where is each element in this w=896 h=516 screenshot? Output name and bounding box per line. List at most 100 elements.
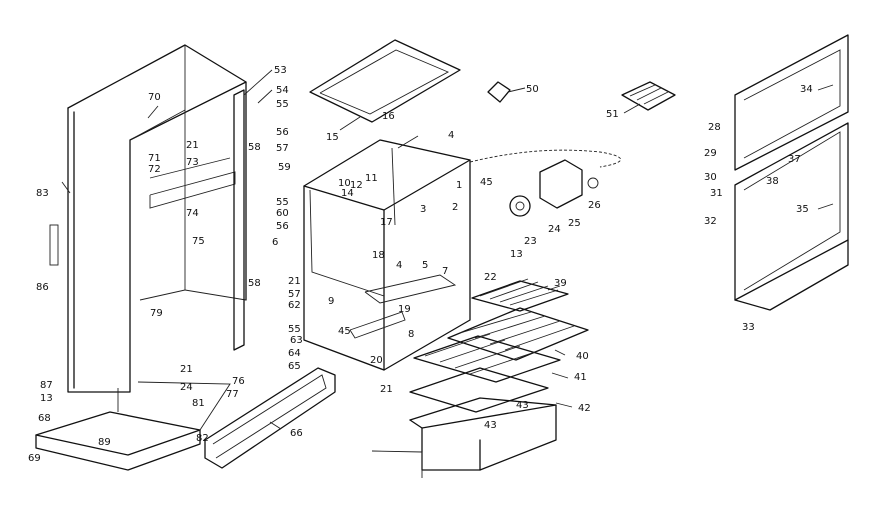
callout-74: 74 — [186, 208, 199, 219]
callout-26: 26 — [588, 200, 601, 211]
callout-19: 19 — [398, 304, 411, 315]
callout-7: 7 — [442, 266, 448, 277]
callout-25: 25 — [568, 218, 581, 229]
callout-81: 81 — [192, 398, 205, 409]
callout-24: 24 — [180, 382, 193, 393]
callout-68: 68 — [38, 413, 51, 424]
callout-34: 34 — [800, 84, 813, 95]
callout-55: 55 — [276, 197, 289, 208]
callout-6: 6 — [272, 237, 278, 248]
callout-60: 60 — [276, 208, 289, 219]
callout-70: 70 — [148, 92, 161, 103]
cabinet-divider-post — [233, 89, 245, 351]
callout-28: 28 — [708, 122, 721, 133]
liner-box — [303, 139, 471, 371]
callout-77: 77 — [226, 389, 239, 400]
liner-drip-tray — [349, 311, 406, 339]
crisper-cover — [409, 367, 549, 413]
callout-8: 8 — [408, 329, 414, 340]
callout-50: 50 — [526, 84, 539, 95]
callout-29: 29 — [704, 148, 717, 159]
shelf-40 — [447, 307, 589, 361]
thermostat-control — [469, 149, 622, 217]
shelf-41 — [413, 333, 561, 383]
callout-labels: 70 71 72 73 74 75 79 83 86 87 13 68 69 8… — [28, 65, 813, 464]
callout-3: 3 — [420, 204, 426, 215]
callout-16: 16 — [382, 111, 395, 122]
callout-66: 66 — [290, 428, 303, 439]
liner-shelf-rail — [364, 274, 457, 304]
callout-64: 64 — [288, 348, 301, 359]
callout-18: 18 — [372, 250, 385, 261]
callout-13: 13 — [40, 393, 53, 404]
callout-15: 15 — [326, 132, 339, 143]
callout-4: 4 — [396, 260, 402, 271]
shelf-39 — [471, 278, 569, 312]
callout-75: 75 — [192, 236, 205, 247]
callout-43: 43 — [516, 400, 529, 411]
callout-39: 39 — [554, 278, 567, 289]
callout-59: 59 — [278, 162, 291, 173]
callout-86: 86 — [36, 282, 49, 293]
callout-5: 5 — [422, 260, 428, 271]
callout-89: 89 — [98, 437, 111, 448]
callout-54: 54 — [276, 85, 289, 96]
callout-45: 45 — [480, 177, 493, 188]
callout-65: 65 — [288, 361, 301, 372]
callout-72: 72 — [148, 164, 161, 175]
callout-13: 13 — [510, 249, 523, 260]
fresh-food-door — [734, 122, 849, 311]
callout-30: 30 — [704, 172, 717, 183]
callout-82: 82 — [196, 433, 209, 444]
callout-58: 58 — [248, 142, 261, 153]
callout-1: 1 — [456, 180, 462, 191]
callout-24: 24 — [548, 224, 561, 235]
callout-38: 38 — [766, 176, 779, 187]
callout-22: 22 — [484, 272, 497, 283]
callout-56: 56 — [276, 221, 289, 232]
callout-11: 11 — [365, 173, 378, 184]
callout-20: 20 — [370, 355, 383, 366]
crisper-pan — [409, 397, 557, 471]
callout-51: 51 — [606, 109, 619, 120]
callout-55: 55 — [276, 99, 289, 110]
callout-79: 79 — [150, 308, 163, 319]
callout-2: 2 — [452, 202, 458, 213]
callout-41: 41 — [574, 372, 587, 383]
callout-69: 69 — [28, 453, 41, 464]
ice-tray — [621, 81, 676, 111]
callout-53: 53 — [274, 65, 287, 76]
callout-83: 83 — [36, 188, 49, 199]
callout-37: 37 — [788, 154, 801, 165]
callout-17: 17 — [380, 217, 393, 228]
callout-4: 4 — [448, 130, 454, 141]
callout-42: 42 — [578, 403, 591, 414]
toe-grille — [204, 367, 336, 469]
callout-21: 21 — [380, 384, 393, 395]
part-50 — [487, 81, 511, 103]
callout-45: 45 — [338, 326, 351, 337]
callout-31: 31 — [710, 188, 723, 199]
top-frame — [309, 39, 461, 123]
cabinet-shell — [49, 44, 247, 393]
callout-9: 9 — [328, 296, 334, 307]
callout-55: 55 — [288, 324, 301, 335]
cabinet-cross-rail — [149, 157, 236, 209]
base-pan — [35, 381, 231, 471]
callout-76: 76 — [232, 376, 245, 387]
freezer-door — [734, 34, 849, 171]
callout-21: 21 — [180, 364, 193, 375]
callout-71: 71 — [148, 153, 161, 164]
callout-57: 57 — [288, 289, 301, 300]
callout-56: 56 — [276, 127, 289, 138]
callout-10: 10 — [338, 178, 351, 189]
callout-12: 12 — [350, 180, 363, 191]
leader-lines — [61, 69, 834, 478]
callout-57: 57 — [276, 143, 289, 154]
callout-23: 23 — [524, 236, 537, 247]
callout-40: 40 — [576, 351, 589, 362]
callout-33: 33 — [742, 322, 755, 333]
callout-62: 62 — [288, 300, 301, 311]
callout-21: 21 — [186, 140, 199, 151]
callout-35: 35 — [796, 204, 809, 215]
